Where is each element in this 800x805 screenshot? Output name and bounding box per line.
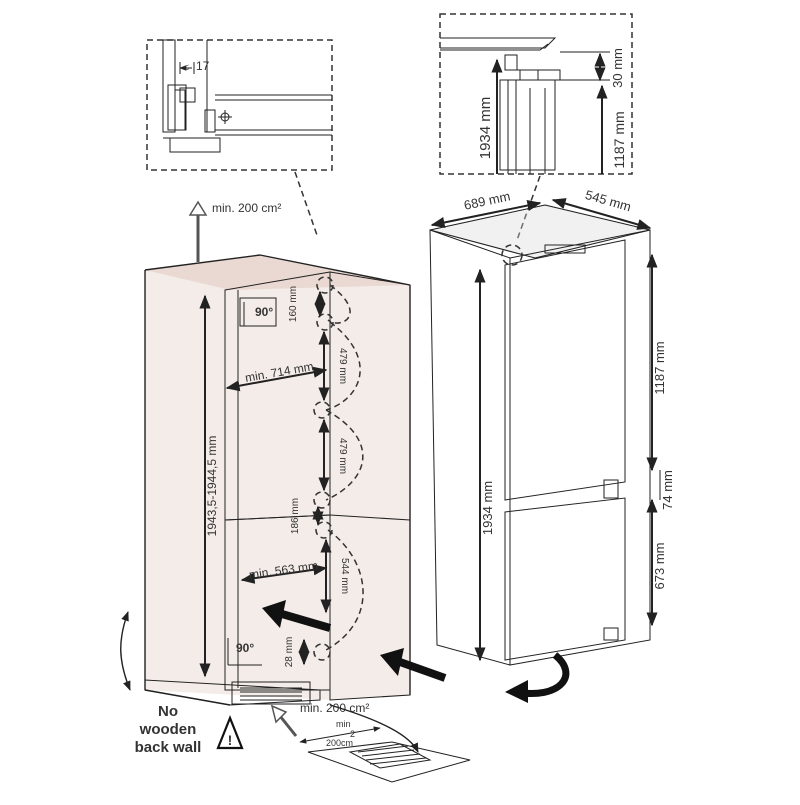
svg-text:!: ! bbox=[228, 732, 233, 748]
angle-bottom-label: 90° bbox=[236, 641, 254, 655]
h544-label: 544 mm bbox=[339, 558, 350, 594]
vent-curve-arrow bbox=[329, 704, 419, 753]
dim-1187-detail-label: 1187 mm bbox=[611, 111, 627, 168]
niche-height-label: 1943,5-1944,5 mm bbox=[205, 436, 219, 537]
hinge-points bbox=[313, 276, 364, 661]
warning-line1: No bbox=[158, 703, 178, 720]
appliance-drawing bbox=[429, 204, 651, 666]
floor-grille bbox=[307, 741, 471, 783]
grille-2-label: 2 bbox=[350, 729, 355, 739]
warning-line3: back wall bbox=[135, 739, 202, 756]
insert-arrow-front-icon bbox=[380, 648, 447, 682]
detail-box-right: 30 mm 1934 mm 1187 mm bbox=[439, 13, 633, 175]
insert-arrow-niche-icon bbox=[262, 600, 332, 632]
warning-line2: wooden bbox=[139, 721, 197, 738]
dim-30-label: 30 mm bbox=[610, 48, 625, 88]
vent-bottom-arrow-icon bbox=[270, 704, 298, 737]
h479a-label: 479 mm bbox=[337, 348, 348, 384]
vent-top-label: min. 200 cm² bbox=[212, 201, 281, 215]
hinge-detail-drawing bbox=[162, 39, 332, 153]
dim-689-label: 689 mm bbox=[463, 188, 512, 212]
detail-left-leader bbox=[294, 171, 319, 239]
warning-triangle-icon: ! bbox=[216, 715, 244, 750]
dim-1934-detail-label: 1934 mm bbox=[477, 97, 494, 160]
dim-74-label: 74 mm bbox=[660, 470, 675, 510]
angle-top-label: 90° bbox=[255, 305, 273, 319]
back-wall-curve-arrow bbox=[120, 611, 131, 691]
vent-bottom-label: min. 200 cm² bbox=[300, 701, 369, 715]
dim-673-label: 673 mm bbox=[652, 543, 667, 590]
dim-17-label: 17 bbox=[196, 59, 210, 73]
h28-label: 28 mm bbox=[284, 637, 295, 668]
grille-cm-label: 200cm bbox=[326, 738, 353, 748]
detail-box-left: 17 ≤ bbox=[146, 39, 333, 171]
grille-min-label: min bbox=[336, 719, 351, 729]
h160-label: 160 mm bbox=[288, 286, 299, 322]
le-symbol: ≤ bbox=[184, 62, 189, 72]
dim-1187-label: 1187 mm bbox=[652, 341, 667, 394]
h479b-label: 479 mm bbox=[337, 438, 348, 474]
h186-label: 186 mm bbox=[290, 498, 301, 534]
vent-top-arrow-icon bbox=[188, 200, 208, 262]
dim-1934-label: 1934 mm bbox=[480, 481, 495, 535]
top-hinge-drawing bbox=[440, 37, 610, 174]
door-rotate-arrow bbox=[514, 652, 570, 697]
niche-drawing bbox=[144, 254, 411, 706]
